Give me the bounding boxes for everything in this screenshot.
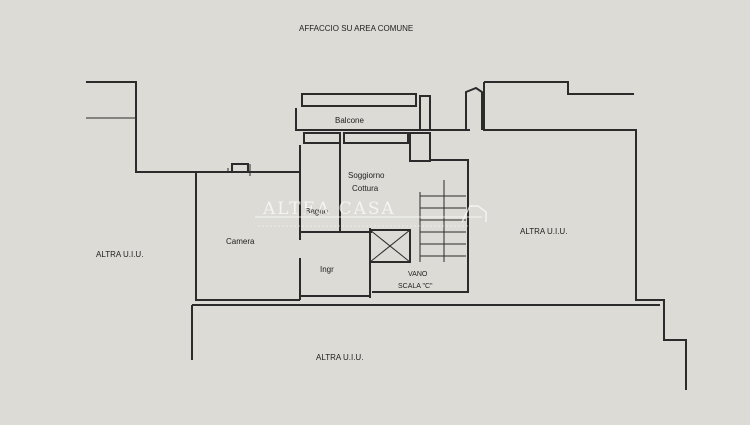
label-scala: SCALA "C": [398, 283, 433, 290]
label-bottom-unit: ALTRA U.I.U.: [316, 353, 363, 362]
label-camera: Camera: [226, 237, 255, 246]
label-vano: VANO: [408, 271, 428, 278]
watermark: ALTEA CASA: [255, 199, 487, 227]
label-right-unit: ALTRA U.I.U.: [520, 227, 567, 236]
label-ingresso: Ingr: [320, 265, 334, 274]
neighbour-walls: [86, 81, 687, 390]
label-top: AFFACCIO SU AREA COMUNE: [299, 24, 413, 33]
label-bagno: Bagno: [305, 207, 329, 216]
room-labels: AFFACCIO SU AREA COMUNE ALTRA U.I.U. ALT…: [96, 24, 567, 362]
apartment-walls: [195, 93, 470, 301]
watermark-text: ALTEA CASA: [262, 199, 396, 219]
label-left-unit: ALTRA U.I.U.: [96, 250, 143, 259]
label-balcone: Balcone: [335, 116, 364, 125]
label-cottura: Cottura: [352, 184, 379, 193]
label-soggiorno: Soggiorno: [348, 171, 385, 180]
